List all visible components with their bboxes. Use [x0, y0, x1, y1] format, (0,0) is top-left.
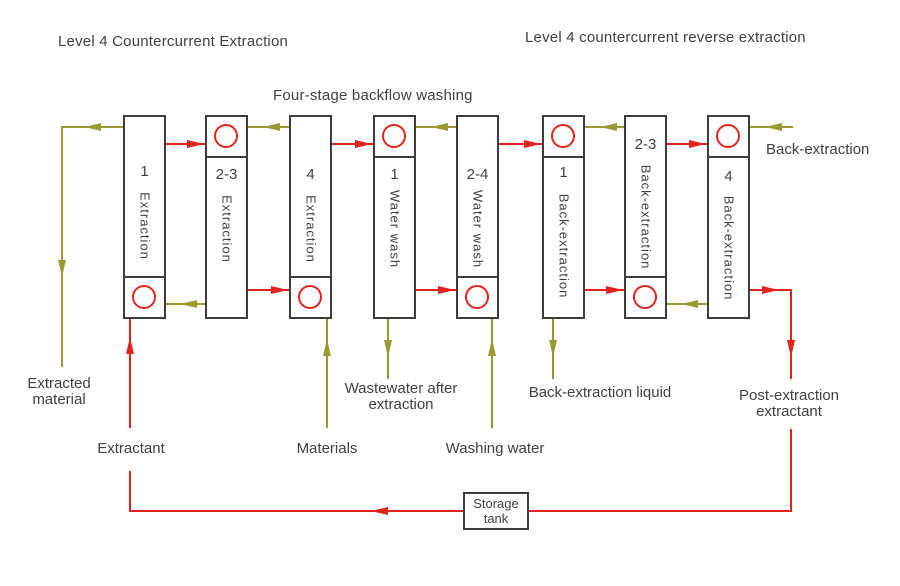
red-flow-line [416, 289, 456, 291]
extracted-material-line [61, 126, 63, 367]
arrow-left-icon [681, 300, 698, 308]
column-cell [291, 276, 330, 317]
column-label: Back-extraction [556, 193, 571, 299]
arrow-down-icon [549, 340, 557, 357]
arrow-up-icon [323, 339, 331, 356]
mixer-circle-icon [298, 285, 322, 309]
title-countercurrent-extraction: Level 4 Countercurrent Extraction [58, 33, 289, 50]
column-extraction-4: 4 Extraction [289, 115, 332, 319]
column-label: Water wash [470, 189, 485, 269]
arrow-left-icon [180, 300, 197, 308]
arrow-up-icon [126, 337, 134, 354]
mixer-circle-icon [132, 285, 156, 309]
column-extraction-2-3: 2-3 Extraction [205, 115, 248, 319]
storage-tank-label: Storage [473, 496, 519, 511]
column-cell [544, 117, 583, 158]
storage-tank-label: tank [483, 511, 509, 526]
column-label: Back-extraction [721, 195, 736, 301]
washing-water-feed-line [491, 319, 493, 428]
mixer-circle-icon [633, 285, 657, 309]
label-line: Wastewater after [344, 380, 458, 397]
label-line: extractant [756, 403, 822, 420]
arrow-right-icon [438, 286, 455, 294]
title-countercurrent-reverse-extraction: Level 4 countercurrent reverse extractio… [525, 29, 806, 46]
arrow-right-icon [762, 286, 779, 294]
arrow-left-icon [263, 123, 280, 131]
red-flow-line [166, 143, 205, 145]
column-label: Water wash [387, 189, 402, 269]
column-number: 1 [559, 164, 568, 181]
column-back-extraction-1: 1 Back-extraction [542, 115, 585, 319]
label-line: extraction [368, 396, 434, 413]
column-cell [207, 117, 246, 158]
red-flow-line [332, 143, 373, 145]
label-post-extraction-extractant: Post-extraction extractant [709, 388, 869, 420]
arrow-left-icon [431, 123, 448, 131]
label-line: Extracted [27, 375, 91, 392]
column-back-extraction-4: 4 Back-extraction [707, 115, 750, 319]
red-flow-line [585, 289, 624, 291]
mixer-circle-icon [382, 124, 406, 148]
arrow-right-icon [187, 140, 204, 148]
mixer-circle-icon [551, 124, 575, 148]
arrow-right-icon [355, 140, 372, 148]
post-extraction-line [790, 429, 792, 512]
arrow-down-icon [384, 340, 392, 357]
label-back-extraction-liquid: Back-extraction liquid [528, 384, 672, 401]
arrow-left-icon [371, 507, 388, 515]
label-materials: Materials [296, 440, 358, 457]
recycle-loop-line [130, 510, 791, 512]
column-cell [458, 276, 497, 317]
storage-tank: Storage tank [463, 492, 529, 530]
label-back-extraction-feed: Back-extraction [766, 141, 870, 158]
column-cell [626, 276, 665, 317]
mixer-circle-icon [716, 124, 740, 148]
column-number: 4 [724, 168, 733, 185]
arrow-right-icon [689, 140, 706, 148]
extractant-feed-line [129, 471, 131, 512]
arrow-left-icon [84, 123, 101, 131]
materials-feed-line [326, 319, 328, 428]
mixer-circle-icon [465, 285, 489, 309]
arrow-up-icon [488, 339, 496, 356]
extractant-feed-line [129, 319, 131, 428]
column-cell [375, 117, 414, 158]
column-label: Extraction [303, 195, 318, 263]
red-flow-line [499, 143, 542, 145]
post-extraction-line [790, 289, 792, 379]
label-extracted-material: Extracted material [9, 376, 109, 408]
arrow-right-icon [271, 286, 288, 294]
red-flow-line [248, 289, 289, 291]
mixer-circle-icon [214, 124, 238, 148]
column-label: Back-extraction [638, 164, 653, 270]
column-number: 2-3 [215, 166, 238, 183]
arrow-down-icon [787, 340, 795, 357]
arrow-left-icon [600, 123, 617, 131]
column-label: Extraction [137, 192, 152, 260]
title-four-stage-backflow-washing: Four-stage backflow washing [273, 87, 473, 104]
label-extractant: Extractant [97, 440, 165, 457]
column-number: 2-3 [634, 136, 657, 153]
label-line: material [32, 391, 86, 408]
column-extraction-1: 1 Extraction [123, 115, 166, 319]
arrow-right-icon [524, 140, 541, 148]
arrow-down-icon [58, 260, 66, 277]
label-wastewater-after-extraction: Wastewater after extraction [321, 381, 481, 413]
red-flow-line [667, 143, 707, 145]
column-back-extraction-2-3: 2-3 Back-extraction [624, 115, 667, 319]
label-washing-water: Washing water [445, 440, 545, 457]
column-number: 1 [140, 163, 149, 180]
column-water-wash-2-4: 2-4 Water wash [456, 115, 499, 319]
arrow-right-icon [606, 286, 623, 294]
label-line: Post-extraction [738, 387, 840, 404]
column-label: Extraction [219, 195, 234, 263]
column-number: 2-4 [466, 166, 489, 183]
column-water-wash-1: 1 Water wash [373, 115, 416, 319]
column-number: 1 [390, 166, 399, 183]
column-cell [125, 276, 164, 317]
arrow-left-icon [765, 123, 782, 131]
column-cell [709, 117, 748, 158]
column-number: 4 [306, 166, 315, 183]
